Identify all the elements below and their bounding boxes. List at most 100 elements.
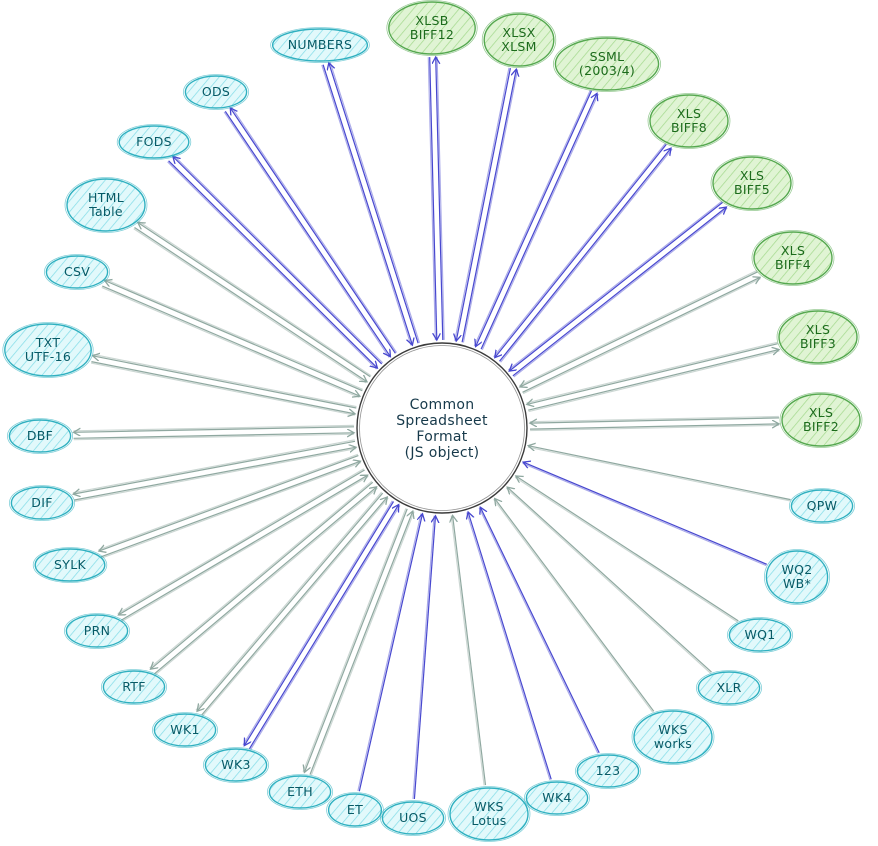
edge-read-sylk <box>100 461 361 558</box>
node-outline-sketch <box>202 747 269 783</box>
node-ellipse <box>554 37 660 91</box>
edge-sketch-dbf <box>73 424 354 432</box>
edge-sketch-wq1 <box>514 476 738 623</box>
edge-sketch-wk1 <box>195 491 383 711</box>
node-outline-sketch <box>101 669 167 705</box>
edge-sketch-ssml <box>481 93 599 350</box>
edge-read-fods <box>168 160 378 368</box>
edge-write-xls-biff4 <box>522 277 761 393</box>
node-f123: 123 <box>575 753 642 789</box>
edge-write-wk3 <box>244 501 395 746</box>
edge-write-xls-biff3 <box>528 350 779 411</box>
edge-sketch-xls-biff2 <box>529 415 779 423</box>
center-circle <box>356 342 528 514</box>
node-prn: PRN <box>64 613 130 649</box>
edge-read-wq2 <box>523 462 768 565</box>
node-outline-sketch <box>44 254 110 290</box>
edge-write-wk1 <box>197 492 384 711</box>
node-ellipse <box>327 793 383 827</box>
edge-sketch-csv <box>101 286 360 399</box>
node-ellipse <box>649 94 729 148</box>
node-csv: CSV <box>44 254 110 290</box>
node-outline-sketch <box>481 12 557 68</box>
node-wk1: WK1 <box>151 712 218 748</box>
node-ellipse <box>388 1 476 55</box>
edge-write-dbf <box>74 426 355 433</box>
node-label: FODS <box>136 134 172 149</box>
node-dbf: DBF <box>7 418 73 454</box>
node-ellipse <box>449 787 529 841</box>
edge-write-xls-biff5 <box>512 207 727 377</box>
edge-sketch-xls-biff4 <box>519 270 758 387</box>
node-ellipse <box>34 548 106 582</box>
node-outline-sketch <box>270 27 370 63</box>
node-ellipse <box>576 754 640 788</box>
edge-sketch-wk3 <box>242 500 393 746</box>
node-ellipse <box>10 486 74 520</box>
edge-sketch-f123 <box>478 507 599 754</box>
edge-read-ssml <box>476 90 593 347</box>
node-outline-sketch <box>553 36 662 92</box>
node-outline-sketch <box>727 617 794 653</box>
edge-read-txt-utf16 <box>91 361 355 414</box>
node-ellipse <box>4 323 92 377</box>
edge-sketch-ssml <box>473 90 591 347</box>
node-label: CSV <box>64 264 90 279</box>
node-outline-sketch <box>326 792 384 828</box>
edge-write-txt-utf16 <box>93 356 357 409</box>
node-ellipse <box>781 393 861 447</box>
node-outline-sketch <box>9 485 75 521</box>
node-outline-sketch <box>266 774 333 810</box>
edge-sketch-eth <box>302 508 407 773</box>
node-outline-sketch <box>524 780 591 816</box>
edge-sketch-wks-lotus <box>450 515 485 786</box>
node-outline-sketch <box>696 670 763 706</box>
node-ellipse <box>381 801 445 835</box>
edge-sketch-xlsx-xlsm <box>454 67 510 341</box>
node-ellipse <box>153 713 217 747</box>
node-ellipse <box>633 710 713 764</box>
node-qpw: QPW <box>789 488 856 524</box>
edge-sketch-sylk <box>101 461 362 559</box>
edge-sketch-xlr <box>505 487 711 674</box>
node-ods: ODS <box>182 74 249 110</box>
node-label: WK3 <box>221 757 250 772</box>
edge-sketch-wk4 <box>466 512 551 780</box>
edge-sketch-xls-biff8 <box>493 143 666 358</box>
node-outline-sketch <box>789 488 856 524</box>
node-ellipse <box>66 178 146 232</box>
edge-write-dif <box>73 440 356 494</box>
edge-read-xls-biff8 <box>495 144 667 357</box>
node-ellipse <box>118 125 190 159</box>
node-label: RTF <box>122 679 146 694</box>
edge-sketch-fods <box>173 155 384 364</box>
node-outline-sketch <box>64 177 148 233</box>
edge-sketch-xls-biff4 <box>522 277 761 395</box>
edge-write-fods <box>173 157 383 365</box>
edge-read-wks-lotus <box>453 515 487 786</box>
node-label: WK1 <box>170 722 199 737</box>
node-label: UOS <box>399 810 427 825</box>
edge-sketch-prn <box>121 475 369 622</box>
edge-read-wk3 <box>248 505 398 750</box>
node-label: ODS <box>202 84 230 99</box>
edge-read-prn <box>121 475 367 621</box>
